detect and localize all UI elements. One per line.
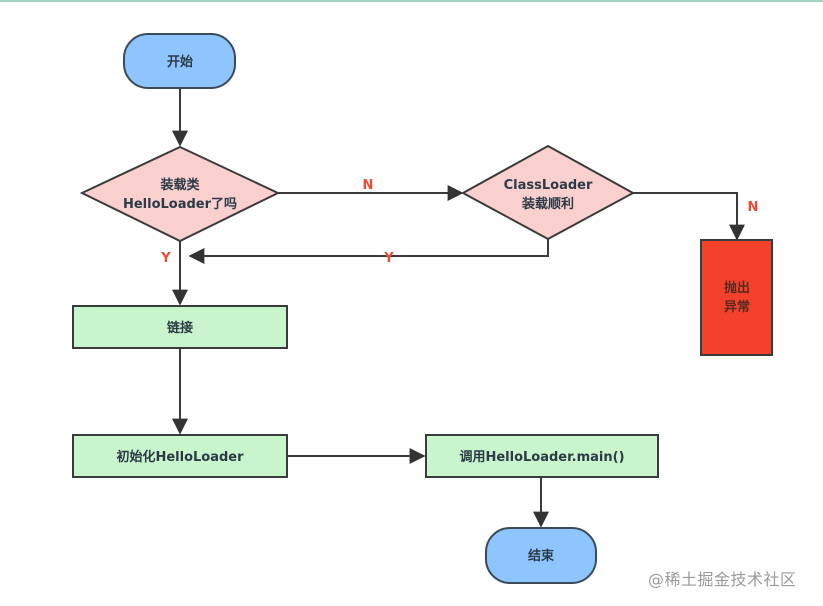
- node-throw-exception-line2: 异常: [724, 299, 750, 315]
- edge-label-loaded-no: N: [363, 178, 374, 193]
- node-link: 链接: [72, 305, 288, 349]
- edge-label-loaded-yes: Y: [160, 251, 171, 266]
- node-decision-classloader-line2: 装载顺利: [521, 196, 574, 212]
- node-invoke-main: 调用HelloLoader.main(): [425, 434, 659, 478]
- node-decision-loaded-line2: HelloLoader了吗: [123, 197, 237, 212]
- top-border: [0, 0, 823, 2]
- node-decision-loaded: 装载类 HelloLoader了吗: [79, 145, 281, 243]
- node-decision-classloader: ClassLoader 装载顺利: [460, 144, 636, 241]
- node-start-label: 开始: [167, 54, 193, 70]
- watermark: @稀土掘金技术社区: [648, 570, 797, 589]
- edges: [172, 88, 745, 528]
- node-start: 开始: [123, 33, 236, 89]
- edge-label-classloader-yes: Y: [383, 251, 394, 266]
- node-throw-exception-line1: 抛出: [724, 280, 750, 296]
- edge-label-classloader-no: N: [748, 200, 759, 215]
- node-decision-loaded-line1: 装载类: [159, 177, 200, 193]
- edge-classloader-yes-back: [188, 239, 549, 264]
- node-throw-exception: 抛出 异常: [700, 239, 773, 356]
- node-init-label: 初始化HelloLoader: [116, 449, 244, 465]
- node-end-label: 结束: [528, 548, 555, 564]
- edge-classloader-no-to-exception: [633, 192, 745, 241]
- node-link-label: 链接: [166, 320, 193, 336]
- node-end: 结束: [485, 527, 597, 584]
- node-decision-classloader-line1: ClassLoader: [504, 178, 593, 193]
- node-invoke-main-label: 调用HelloLoader.main(): [459, 450, 624, 465]
- node-init: 初始化HelloLoader: [72, 434, 288, 478]
